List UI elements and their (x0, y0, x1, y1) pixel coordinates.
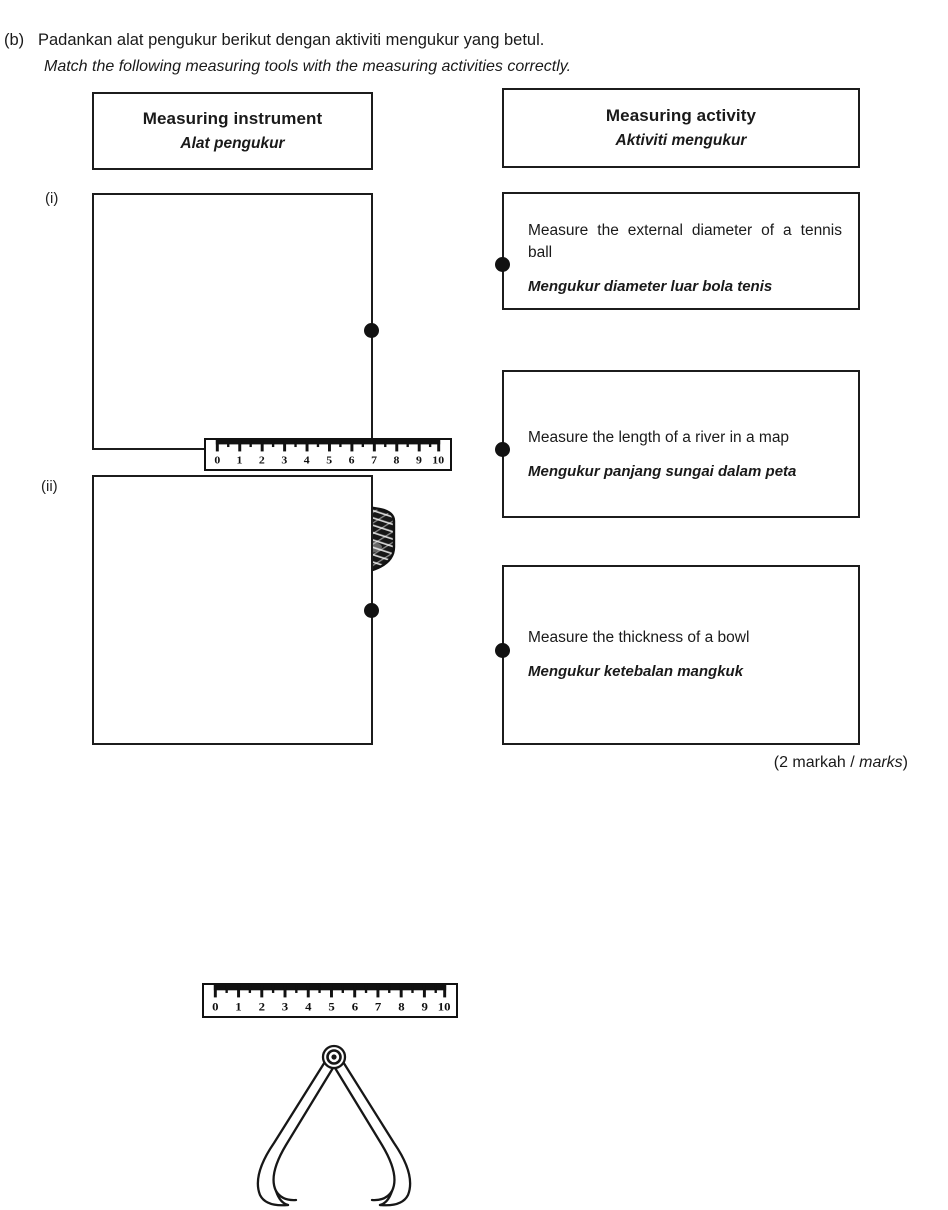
svg-text:3: 3 (282, 1000, 288, 1013)
svg-text:7: 7 (371, 455, 377, 466)
marks-note-english: marks (859, 754, 903, 771)
activity-1-content: Measure the external diameter of a tenni… (528, 220, 842, 298)
header-left-english: Measuring instrument (142, 108, 323, 128)
connector-dot-instrument-ii[interactable] (364, 603, 379, 618)
connector-dot-instrument-i[interactable] (364, 323, 379, 338)
header-left-malay: Alat pengukur (180, 134, 285, 152)
ruler-icon: 0 1 2 3 4 5 6 7 8 9 10 (202, 983, 458, 1018)
svg-text:9: 9 (416, 455, 422, 466)
header-right-english: Measuring activity (605, 105, 757, 125)
svg-text:0: 0 (212, 1000, 218, 1013)
activity-2-malay: Mengukur panjang sungai dalam peta (528, 463, 797, 480)
outside-calipers-illustration (244, 1035, 424, 1210)
instrument-box-ii[interactable]: 0 1 2 3 4 5 6 7 8 9 10 (92, 475, 458, 1207)
svg-text:5: 5 (326, 455, 332, 466)
activity-3-english: Measure the thickness of a bowl (528, 629, 750, 646)
activity-2-content: Measure the length of a river in a map M… (528, 427, 842, 483)
instrument-box-i[interactable]: 0 1 2 3 4 5 6 7 8 9 10 (92, 193, 452, 594)
svg-text:9: 9 (422, 1000, 428, 1013)
svg-text:4: 4 (304, 455, 310, 466)
activity-3-content: Measure the thickness of a bowl Mengukur… (528, 627, 842, 683)
activity-box-2[interactable]: Measure the length of a river in a map M… (502, 370, 860, 518)
activity-1-english: Measure the external diameter of a tenni… (528, 222, 842, 261)
question-instruction-english: Match the following measuring tools with… (44, 58, 572, 75)
svg-text:6: 6 (352, 1000, 358, 1013)
worksheet-page: (b) Padankan alat pengukur berikut denga… (0, 28, 908, 1207)
marks-note-malay: (2 markah / (773, 754, 860, 771)
header-measuring-instrument: Measuring instrument Alat pengukur (92, 92, 373, 170)
activity-box-1[interactable]: Measure the external diameter of a tenni… (502, 192, 860, 310)
svg-text:10: 10 (438, 1000, 451, 1013)
activity-3-malay: Mengukur ketebalan mangkuk (528, 663, 744, 680)
activity-1-malay: Mengukur diameter luar bola tenis (528, 278, 773, 295)
question-stem: (b) Padankan alat pengukur berikut denga… (4, 28, 904, 79)
svg-text:6: 6 (349, 455, 355, 466)
question-label: (b) (4, 31, 25, 49)
connector-dot-activity-3[interactable] (495, 643, 510, 658)
connector-dot-activity-2[interactable] (495, 442, 510, 457)
svg-text:8: 8 (398, 1000, 404, 1013)
header-measuring-activity: Measuring activity Aktiviti mengukur (502, 88, 860, 168)
question-instruction-malay: Padankan alat pengukur berikut dengan ak… (38, 31, 545, 49)
svg-text:1: 1 (235, 1000, 241, 1013)
item-label-i: (i) (45, 190, 59, 207)
svg-text:7: 7 (375, 1000, 381, 1013)
connector-dot-activity-1[interactable] (495, 257, 510, 272)
item-label-ii: (ii) (41, 478, 58, 495)
ruler-icon: 0 1 2 3 4 5 6 7 8 9 10 (204, 438, 452, 471)
svg-text:5: 5 (328, 1000, 334, 1013)
activity-box-3[interactable]: Measure the thickness of a bowl Mengukur… (502, 565, 860, 745)
activity-2-english: Measure the length of a river in a map (528, 429, 790, 446)
question-line-1: (b) Padankan alat pengukur berikut denga… (4, 28, 904, 52)
svg-text:10: 10 (432, 455, 444, 466)
svg-text:3: 3 (281, 455, 287, 466)
svg-text:2: 2 (259, 1000, 265, 1013)
header-right-malay: Aktiviti mengukur (615, 131, 747, 149)
svg-text:8: 8 (394, 455, 400, 466)
svg-text:4: 4 (305, 1000, 311, 1013)
marks-note-close: ) (902, 754, 908, 771)
svg-text:2: 2 (259, 455, 265, 466)
marks-note: (2 markah / marks) (0, 754, 908, 772)
svg-text:0: 0 (214, 455, 220, 466)
svg-text:1: 1 (237, 455, 243, 466)
